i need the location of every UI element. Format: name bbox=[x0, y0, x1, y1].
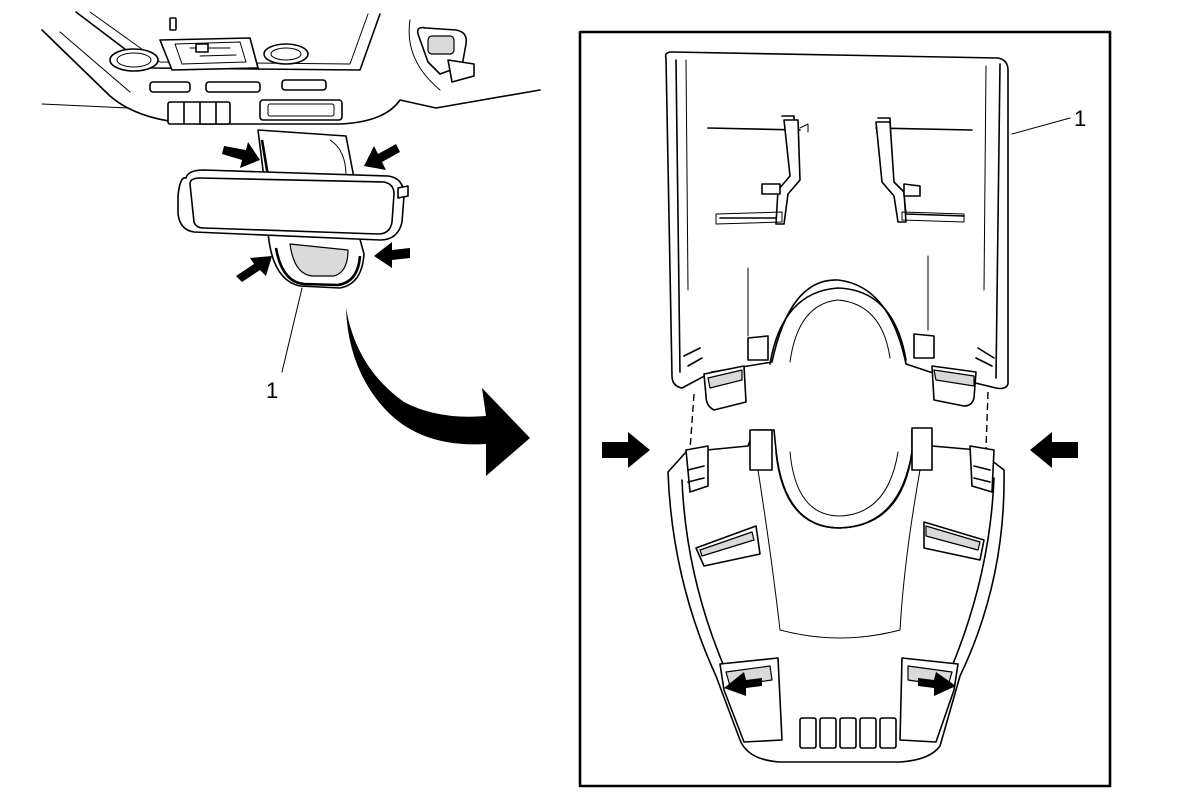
push-arrow-left-icon bbox=[1030, 432, 1078, 468]
detail-frame bbox=[578, 30, 1112, 788]
push-arrow-icon bbox=[222, 142, 260, 168]
mirror-cover-left bbox=[257, 129, 365, 289]
alignment-lines bbox=[689, 391, 989, 451]
push-arrow-icon bbox=[236, 256, 272, 282]
rear-view-mirror bbox=[177, 169, 409, 241]
transition-arrow bbox=[346, 308, 530, 476]
left-push-arrows bbox=[222, 142, 410, 282]
overhead-console bbox=[41, 11, 541, 125]
push-arrow-icon bbox=[364, 144, 400, 170]
callout-1-left: 1 bbox=[266, 287, 303, 403]
release-arrow-icon bbox=[724, 672, 762, 696]
upper-cover-half bbox=[664, 51, 1071, 411]
push-arrow-right-icon bbox=[602, 432, 650, 468]
callout-label: 1 bbox=[1074, 106, 1086, 131]
curved-arrow-icon bbox=[346, 308, 530, 476]
release-arrow-icon bbox=[918, 672, 956, 696]
lower-cover-half bbox=[667, 427, 1005, 763]
detail-push-arrows bbox=[602, 432, 1078, 468]
callout-label: 1 bbox=[266, 378, 278, 403]
push-arrow-icon bbox=[374, 242, 410, 268]
